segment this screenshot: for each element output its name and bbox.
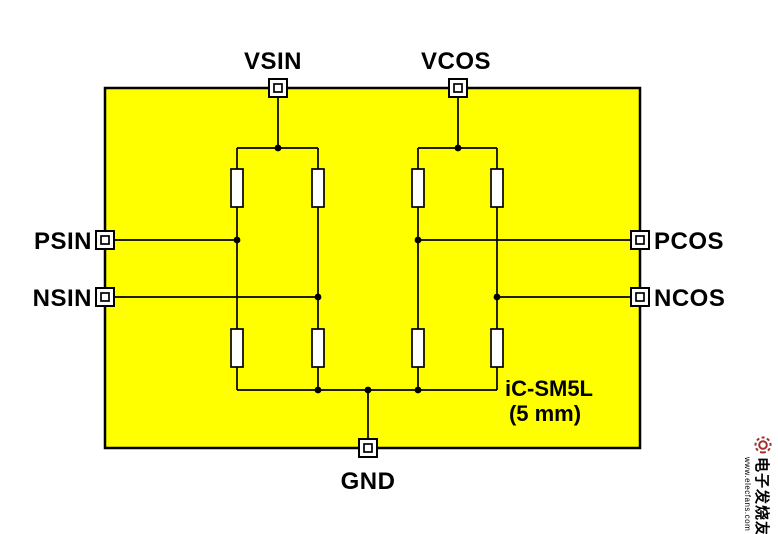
pad-vsin (268, 78, 288, 98)
pad-gnd (358, 438, 378, 458)
label-vsin: VSIN (244, 48, 302, 75)
label-psin: PSIN (34, 228, 92, 255)
pad-inner (453, 83, 463, 93)
pad-inner (100, 235, 110, 245)
watermark: 电子发烧友 www.elecfans.com (743, 436, 772, 534)
resistor-sin-bottom-left (230, 328, 244, 368)
resistor-cos-bottom-left (411, 328, 425, 368)
chip-body (103, 86, 642, 450)
pad-psin (95, 230, 115, 250)
label-nsin: NSIN (33, 285, 92, 312)
resistor-sin-bottom-right (311, 328, 325, 368)
resistor-sin-top-right (311, 168, 325, 208)
gear-icon-core (758, 440, 768, 450)
junction-dot (274, 144, 282, 152)
junction-dots (233, 144, 501, 394)
label-gnd: GND (341, 468, 396, 495)
label-ncos: NCOS (654, 285, 725, 312)
pad-nsin (95, 287, 115, 307)
junction-dot (454, 144, 462, 152)
resistor-cos-top-left (411, 168, 425, 208)
watermark-url: www.elecfans.com (743, 456, 752, 531)
chip-size-label: (5 mm) (509, 401, 581, 426)
pad-pcos (630, 230, 650, 250)
pad-inner (635, 235, 645, 245)
label-vcos: VCOS (421, 48, 491, 75)
chip-name-label: iC-SM5L (505, 376, 593, 401)
junction-dot (314, 386, 322, 394)
resistor-cos-top-right (490, 168, 504, 208)
pad-inner (100, 292, 110, 302)
pad-inner (363, 443, 373, 453)
resistor-sin-top-left (230, 168, 244, 208)
junction-dot (233, 236, 241, 244)
resistors (230, 168, 504, 368)
pad-ncos (630, 287, 650, 307)
junction-dot (414, 236, 422, 244)
pad-inner (273, 83, 283, 93)
pad-inner (635, 292, 645, 302)
label-pcos: PCOS (654, 228, 724, 255)
junction-dot (364, 386, 372, 394)
resistor-cos-bottom-right (490, 328, 504, 368)
junction-dot (314, 293, 322, 301)
gear-icon (754, 436, 772, 454)
junction-dot (493, 293, 501, 301)
junction-dot (414, 386, 422, 394)
watermark-brand: 电子发烧友 (753, 457, 771, 534)
pad-vcos (448, 78, 468, 98)
pads (95, 78, 650, 458)
